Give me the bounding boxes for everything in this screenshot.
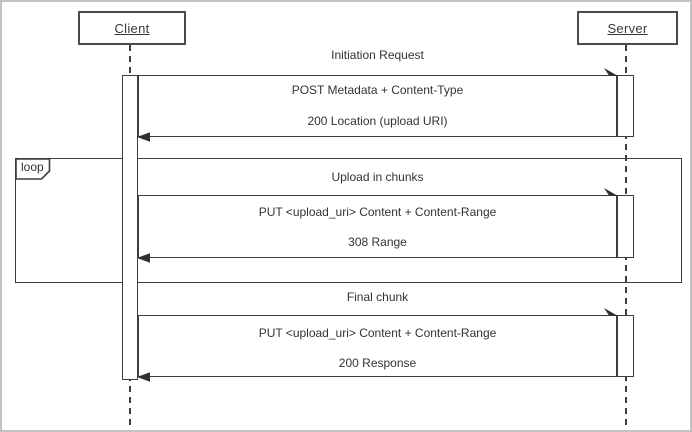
response-label: 308 Range	[348, 235, 407, 249]
request-arrowhead-icon	[604, 308, 618, 316]
message-box-upload-chunk: PUT <upload_uri> Content + Content-Range…	[137, 188, 618, 263]
loop-operator-label: loop	[21, 160, 44, 174]
message-box-final-chunk: PUT <upload_uri> Content + Content-Range…	[137, 308, 618, 382]
response-label: 200 Response	[338, 356, 417, 370]
server-activation-bar-2	[617, 195, 634, 258]
request-label: PUT <upload_uri> Content + Content-Range	[258, 326, 497, 340]
client-activation-bar	[122, 75, 138, 380]
message-title-final-chunk: Final chunk	[346, 290, 409, 304]
message-title-upload-chunks: Upload in chunks	[331, 170, 424, 184]
request-label: PUT <upload_uri> Content + Content-Range	[258, 205, 497, 219]
server-activation-bar-1	[617, 75, 634, 137]
response-arrowhead-icon	[137, 372, 150, 382]
request-arrowhead-icon	[604, 68, 618, 76]
request-label: POST Metadata + Content-Type	[291, 83, 464, 97]
response-arrowhead-icon	[137, 132, 150, 142]
response-label: 200 Location (upload URI)	[307, 114, 448, 128]
actor-server-label: Server	[607, 20, 648, 36]
actor-client-label: Client	[114, 20, 150, 36]
actor-client-box: Client	[78, 11, 186, 45]
response-arrowhead-icon	[137, 253, 150, 263]
request-arrowhead-icon	[604, 188, 618, 196]
actor-server-box: Server	[577, 11, 678, 45]
message-title-initiation: Initiation Request	[331, 48, 424, 62]
message-box-initiation: POST Metadata + Content-Type 200 Locatio…	[137, 68, 618, 142]
loop-operator-pentagon	[14, 157, 50, 180]
loop-fragment: loop	[14, 157, 682, 283]
server-activation-bar-3	[617, 315, 634, 377]
